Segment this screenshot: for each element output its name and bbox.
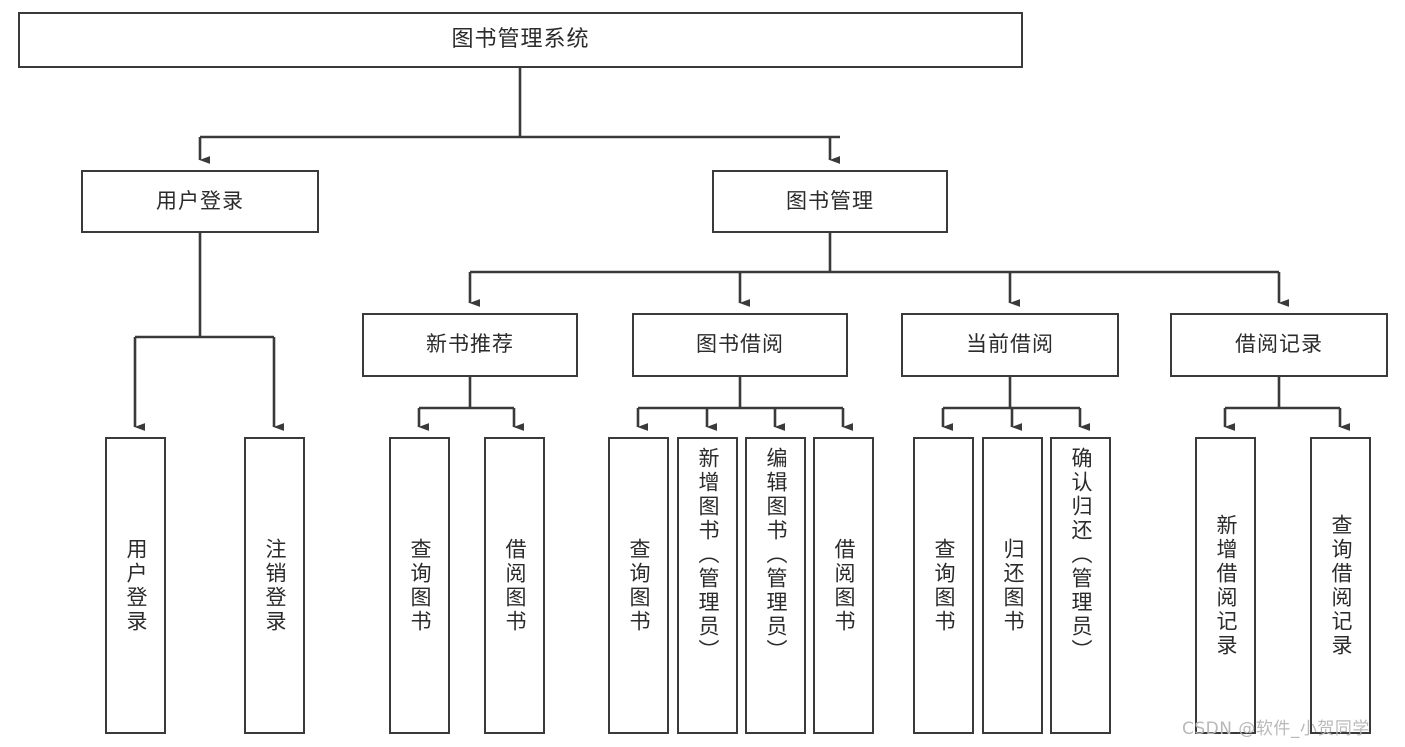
- node-borrow-record-label: 借阅记录: [1235, 332, 1323, 357]
- node-leaf-brw-query-book-label: 查询图书: [627, 537, 651, 634]
- node-leaf-brw-edit-book[interactable]: 编辑图书（管理员）: [745, 437, 806, 734]
- node-leaf-user-login-label: 用户登录: [124, 537, 148, 634]
- watermark-text: CSDN @软件_小贺同学: [1182, 719, 1370, 739]
- node-leaf-rec-query-record-label: 查询借阅记录: [1329, 513, 1353, 658]
- node-new-book-rec-label: 新书推荐: [426, 332, 514, 357]
- node-leaf-rec-query-book-label: 查询图书: [408, 537, 432, 634]
- node-user-login[interactable]: 用户登录: [81, 170, 319, 233]
- node-leaf-cur-confirm-return-label: 确认归还（管理员）: [1069, 447, 1093, 663]
- node-leaf-rec-add-record-label: 新增借阅记录: [1214, 513, 1238, 658]
- node-user-login-label: 用户登录: [156, 188, 244, 213]
- node-leaf-user-login[interactable]: 用户登录: [105, 437, 166, 734]
- node-root[interactable]: 图书管理系统: [18, 12, 1023, 68]
- node-leaf-brw-add-book[interactable]: 新增图书（管理员）: [677, 437, 738, 734]
- node-leaf-brw-borrow-book[interactable]: 借阅图书: [813, 437, 874, 734]
- node-leaf-rec-borrow-book[interactable]: 借阅图书: [484, 437, 545, 734]
- node-borrow-record[interactable]: 借阅记录: [1170, 313, 1388, 377]
- node-leaf-cur-return-book-label: 归还图书: [1001, 537, 1025, 634]
- node-leaf-cur-return-book[interactable]: 归还图书: [982, 437, 1043, 734]
- node-new-book-rec[interactable]: 新书推荐: [362, 313, 578, 377]
- node-leaf-brw-edit-book-label: 编辑图书（管理员）: [764, 447, 788, 663]
- node-leaf-logout[interactable]: 注销登录: [244, 437, 305, 734]
- node-leaf-logout-label: 注销登录: [263, 537, 287, 634]
- node-leaf-rec-borrow-book-label: 借阅图书: [503, 537, 527, 634]
- node-book-manage-label: 图书管理: [786, 188, 874, 213]
- node-leaf-rec-query-book[interactable]: 查询图书: [389, 437, 450, 734]
- node-book-borrow[interactable]: 图书借阅: [632, 313, 848, 377]
- node-book-manage[interactable]: 图书管理: [712, 170, 948, 233]
- node-leaf-cur-query-book[interactable]: 查询图书: [913, 437, 974, 734]
- node-leaf-rec-query-record[interactable]: 查询借阅记录: [1310, 437, 1371, 734]
- node-leaf-brw-query-book[interactable]: 查询图书: [608, 437, 669, 734]
- node-leaf-cur-confirm-return[interactable]: 确认归还（管理员）: [1050, 437, 1111, 734]
- node-leaf-rec-add-record[interactable]: 新增借阅记录: [1195, 437, 1256, 734]
- node-leaf-cur-query-book-label: 查询图书: [932, 537, 956, 634]
- node-current-borrow[interactable]: 当前借阅: [901, 313, 1119, 377]
- node-current-borrow-label: 当前借阅: [966, 332, 1054, 357]
- node-book-borrow-label: 图书借阅: [696, 332, 784, 357]
- node-leaf-brw-borrow-book-label: 借阅图书: [832, 537, 856, 634]
- node-leaf-brw-add-book-label: 新增图书（管理员）: [696, 447, 720, 663]
- node-root-label: 图书管理系统: [451, 26, 590, 52]
